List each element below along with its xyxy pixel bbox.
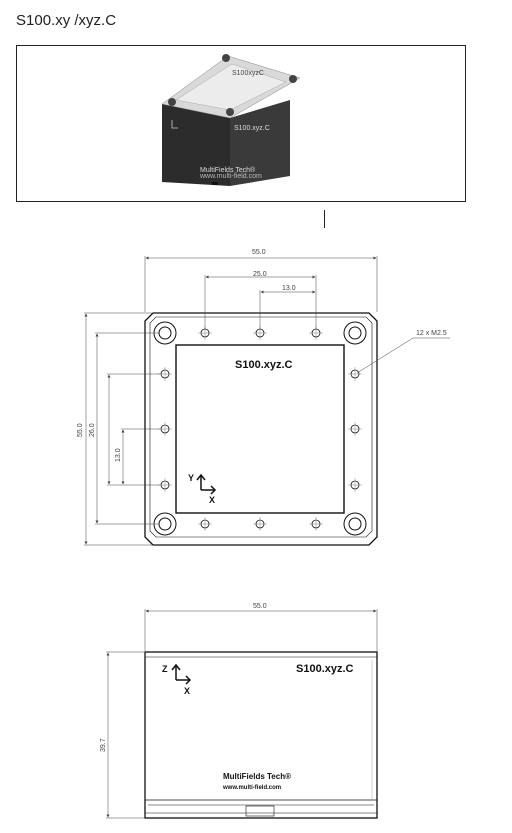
photo-front-label: S100.xyz.C [234, 125, 270, 132]
dim-hole-vert-inner: 13.0 [115, 448, 122, 462]
photo-brand: MultiFields Tech® [200, 166, 256, 174]
top-view: 55.0 25.0 13.0 12 x M2.5 55.0 26.0 13.0 … [77, 249, 450, 546]
cube-front-face [162, 104, 230, 186]
top-view-model-label: S100.xyz.C [235, 359, 293, 371]
side-view: 55.0 39.7 S100.xyz.C Z X MultiFields Tec… [100, 603, 378, 819]
dim-overall-height: 55.0 [77, 423, 84, 437]
axis-y-label: Y [188, 473, 194, 483]
dim-hole-span-inner: 13.0 [282, 285, 296, 292]
xz-axis-icon [171, 663, 192, 685]
screw-icon [289, 75, 297, 83]
side-dim-width: 55.0 [253, 603, 267, 610]
xy-axis-icon [196, 473, 217, 495]
axis-x-label: X [209, 495, 215, 505]
top-view-inner-outline [149, 316, 373, 538]
connector-port [212, 182, 218, 185]
axis-x2-label: X [184, 686, 190, 696]
side-dim-height: 39.7 [100, 738, 107, 752]
corner-hole [343, 321, 367, 345]
text-cursor [324, 210, 325, 228]
top-view-outline [144, 312, 378, 546]
screw-icon [222, 54, 230, 62]
axis-marker-icon [171, 120, 178, 129]
dim-hole-vert-outer: 26.0 [89, 423, 96, 437]
thread-callout: 12 x M2.5 [416, 330, 447, 337]
hole-centerlines [158, 326, 362, 531]
screw-icon [168, 98, 176, 106]
dim-hole-span-outer: 25.0 [253, 271, 267, 278]
dim-overall-width: 55.0 [252, 249, 266, 256]
top-plate [175, 344, 345, 514]
page-title: S100.xy /xyz.C [16, 12, 117, 29]
axis-z-label: Z [162, 664, 168, 674]
side-dimension-lines [106, 609, 378, 819]
screw-icon [226, 108, 234, 116]
cube-top-plate [175, 63, 287, 111]
side-brand: MultiFields Tech® [223, 772, 291, 781]
cable-port [245, 805, 275, 817]
side-website: www.multi-field.com [222, 785, 281, 791]
photo-top-label: S100xyzC [232, 70, 264, 77]
side-view-model-label: S100.xyz.C [296, 663, 354, 675]
corner-hole [343, 512, 367, 536]
side-view-outline [144, 651, 378, 819]
dimension-lines [84, 256, 450, 546]
cube-right-face [230, 100, 290, 186]
photo-website: www.multi-field.com [199, 173, 262, 180]
product-photo: S100xyzC S100.xyz.C MultiFields Tech® ww… [161, 54, 301, 186]
